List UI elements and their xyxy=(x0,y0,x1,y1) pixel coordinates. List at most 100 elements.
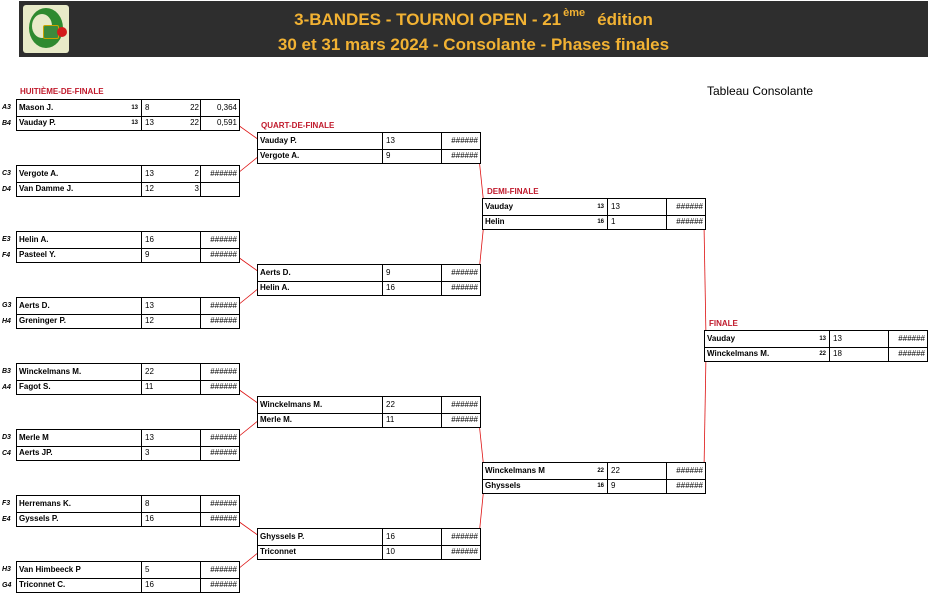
player-name: Aerts D. xyxy=(260,268,291,277)
column-divider xyxy=(141,166,142,196)
seed-label: F3 xyxy=(2,500,11,507)
player-average: ###### xyxy=(451,268,478,277)
player-score: 13 xyxy=(145,301,154,310)
r16-match-5: Winckelmans M.22######Fagot S.11###### xyxy=(16,363,240,395)
bracket-connector-line xyxy=(478,221,485,273)
player-row: Fagot S.11###### xyxy=(17,379,239,395)
player-average: ###### xyxy=(451,547,478,556)
column-divider xyxy=(141,364,142,394)
player-name: Helin xyxy=(485,217,505,226)
seed-label: G4 xyxy=(2,582,12,589)
column-divider xyxy=(382,265,383,295)
player-name: Van Damme J. xyxy=(19,184,74,193)
column-divider xyxy=(141,298,142,328)
qf-match-2: Aerts D.9######Helin A.16###### xyxy=(257,264,481,296)
bracket-connector-line xyxy=(703,223,707,339)
column-divider xyxy=(666,199,667,229)
player-average: ###### xyxy=(210,250,237,259)
tournament-subtitle: 30 et 31 mars 2024 - Consolante - Phases… xyxy=(277,35,670,54)
column-divider xyxy=(141,232,142,262)
player-row: Triconnet 10 ###### xyxy=(258,544,480,560)
qf-match-1: Vauday P.13######Vergote A.9###### xyxy=(257,132,481,164)
player-row: Greninger P.12###### xyxy=(17,313,239,329)
player-row: Pasteel Y.9###### xyxy=(17,247,239,263)
player-row: Helin A.16###### xyxy=(17,232,239,249)
player-row: Aerts JP. 3 ###### xyxy=(17,445,239,461)
player-average: ###### xyxy=(898,334,925,343)
player-name: Triconnet xyxy=(260,547,297,556)
player-score: 12 xyxy=(145,316,154,325)
player-handicap: 13 xyxy=(131,120,138,126)
round-label-final: FINALE xyxy=(709,319,738,328)
player-average: ###### xyxy=(210,499,237,508)
player-name: Vauday xyxy=(485,202,514,211)
player-average: ###### xyxy=(210,382,237,391)
seed-label: C4 xyxy=(2,450,11,457)
column-divider xyxy=(200,100,201,130)
player-score: 13 xyxy=(611,202,620,211)
column-divider xyxy=(607,463,608,493)
player-score: 3 xyxy=(145,448,150,457)
player-average: ###### xyxy=(210,580,237,589)
player-name: Ghyssels P. xyxy=(260,532,305,541)
r16-match-7: Herremans K.8######Gyssels P.16###### xyxy=(16,495,240,527)
player-average: ###### xyxy=(451,532,478,541)
player-handicap: 16 xyxy=(597,483,604,489)
player-row: Vauday 13 13 ###### xyxy=(483,199,705,216)
player-name: Winckelmans M. xyxy=(707,349,770,358)
player-handicap: 13 xyxy=(819,336,826,342)
seed-label: D4 xyxy=(2,186,11,193)
player-innings: 22 xyxy=(190,118,199,127)
column-divider xyxy=(200,562,201,592)
column-divider xyxy=(382,397,383,427)
player-name: Van Himbeeck P xyxy=(19,565,81,574)
player-name: Vauday P. xyxy=(260,136,297,145)
column-divider xyxy=(382,133,383,163)
club-logo xyxy=(23,5,69,53)
round-label-r16: HUITIÈME-DE-FINALE xyxy=(20,87,104,96)
player-row: Merle M.11###### xyxy=(258,412,480,428)
player-score: 13 xyxy=(145,118,154,127)
player-average: ###### xyxy=(451,400,478,409)
player-average: ###### xyxy=(676,466,703,475)
player-handicap: 22 xyxy=(819,351,826,357)
player-name: Pasteel Y. xyxy=(19,250,56,259)
column-divider xyxy=(441,529,442,559)
player-average: ###### xyxy=(451,151,478,160)
player-average: ###### xyxy=(210,448,237,457)
player-score: 10 xyxy=(386,547,395,556)
player-score: 18 xyxy=(833,349,842,358)
player-row: Triconnet C.16###### xyxy=(17,577,239,593)
player-score: 22 xyxy=(611,466,620,475)
player-name: Winckelmans M. xyxy=(260,400,323,409)
bracket-connector-line xyxy=(237,520,260,537)
player-score: 13 xyxy=(145,169,154,178)
bracket-connector-line xyxy=(478,485,485,537)
column-divider xyxy=(141,430,142,460)
player-name: Greninger P. xyxy=(19,316,66,325)
player-handicap: 13 xyxy=(597,204,604,210)
player-name: Vauday P. xyxy=(19,118,56,127)
r16-match-3: Helin A.16######Pasteel Y.9###### xyxy=(16,231,240,263)
player-average: ###### xyxy=(210,514,237,523)
player-score: 8 xyxy=(145,499,150,508)
player-name: Herremans K. xyxy=(19,499,72,508)
player-average: ###### xyxy=(676,202,703,211)
player-row: Vergote A.9###### xyxy=(258,148,480,164)
seed-label: B3 xyxy=(2,368,11,375)
player-name: Helin A. xyxy=(19,235,49,244)
player-score: 1 xyxy=(611,217,616,226)
player-name: Vergote A. xyxy=(19,169,59,178)
player-name: Winckelmans M. xyxy=(19,367,82,376)
player-name: Winckelmans M xyxy=(485,466,545,475)
player-name: Aerts JP. xyxy=(19,448,53,457)
